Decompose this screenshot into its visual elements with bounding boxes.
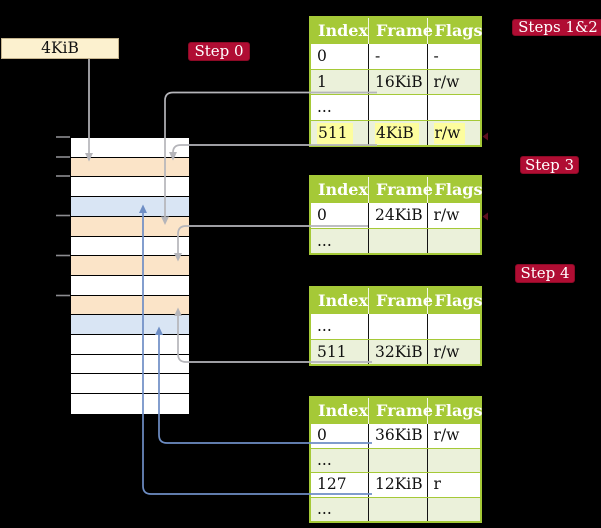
table-row: ... <box>311 447 481 472</box>
memory-address-ticks <box>56 136 70 297</box>
memory-frame-page-table <box>71 157 189 178</box>
cell-frame: 32KiB <box>368 339 427 364</box>
header-flags: Flags <box>426 398 483 424</box>
cell-flags <box>426 95 481 120</box>
cell-index: 511 <box>311 121 368 146</box>
cell-flags: r/w <box>426 339 481 364</box>
cell-flags: r/w <box>426 69 481 94</box>
physical-memory-strip <box>70 137 190 415</box>
header-index: Index <box>318 291 369 310</box>
highlighted-value: 4KiB <box>375 122 419 144</box>
header-frame: Frame <box>368 18 433 44</box>
cell-frame: 4KiB <box>368 120 427 145</box>
table-row: ... <box>311 314 480 339</box>
header-flags: Flags <box>426 288 483 314</box>
label-step-4: Step 4 <box>515 264 575 283</box>
header-frame: Frame <box>368 288 433 314</box>
memory-frame-free <box>71 138 189 158</box>
cell-index: 127 <box>317 475 347 493</box>
table-row-recursive-entry: 511 4KiB r/w <box>311 119 481 146</box>
memory-frame-mapped <box>71 197 189 217</box>
header-frame: Frame <box>368 398 433 424</box>
cropped-arrow-remnants <box>482 132 488 221</box>
page-table-4: Index Frame Flags 0 36KiB r/w ... 127 12… <box>309 396 483 523</box>
cell-index: ... <box>317 98 332 116</box>
label-step-3: Step 3 <box>520 156 579 174</box>
cell-index: 0 <box>317 426 327 444</box>
cell-index: ... <box>317 499 332 518</box>
table-row: 1 16KiB r/w <box>311 68 481 94</box>
cell-flags <box>426 314 481 339</box>
page-table-2: Index Frame Flags 0 24KiB r/w ... <box>309 175 483 255</box>
cell-index: 1 <box>317 72 327 91</box>
cell-frame: 24KiB <box>368 203 427 228</box>
cell-frame <box>368 448 427 472</box>
cell-index: 0 <box>317 47 327 65</box>
table-header: Index Frame Flags <box>311 288 483 314</box>
highlighted-value: r/w <box>433 122 466 144</box>
cell-index: 0 <box>317 206 327 224</box>
cell-frame: 36KiB <box>368 424 427 448</box>
page-table-1: Index Frame Flags 0 - - 1 16KiB r/w ... … <box>309 16 483 147</box>
memory-frame-page-table <box>71 216 189 237</box>
cell-flags <box>426 497 481 521</box>
memory-frame-free <box>71 394 189 414</box>
label-steps-1-2: Steps 1&2 <box>512 19 601 36</box>
header-flags: Flags <box>426 18 483 44</box>
cell-index: ... <box>317 450 332 469</box>
table-row: 0 36KiB r/w <box>311 424 480 448</box>
cell-frame: - <box>368 44 427 69</box>
header-frame: Frame <box>368 177 433 203</box>
header-index: Index <box>318 180 369 199</box>
memory-frame-free <box>71 335 189 355</box>
cell-flags: r <box>426 473 481 497</box>
highlighted-value: 511 <box>317 122 353 144</box>
cell-frame <box>368 95 427 120</box>
table-header: Index Frame Flags <box>311 18 483 44</box>
memory-frame-page-table <box>71 295 189 316</box>
table-row: ... <box>311 227 481 253</box>
table-row: 0 - - <box>311 44 480 69</box>
cell-index: ... <box>317 231 332 250</box>
header-flags: Flags <box>426 177 483 203</box>
memory-frame-free <box>71 354 189 375</box>
cell-flags: r/w <box>426 120 481 145</box>
cell-frame <box>368 228 427 253</box>
label-step-0: Step 0 <box>188 42 250 61</box>
memory-frame-free <box>71 275 189 296</box>
table-row: 511 32KiB r/w <box>311 338 481 364</box>
table-header: Index Frame Flags <box>311 398 483 424</box>
cell-frame: 16KiB <box>368 69 427 94</box>
memory-frame-mapped <box>71 315 189 336</box>
header-index: Index <box>318 401 369 420</box>
memory-frame-free <box>71 177 189 198</box>
cell-frame <box>368 314 427 339</box>
table-row: ... <box>311 94 480 120</box>
cell-flags: r/w <box>426 203 481 228</box>
memory-frame-free <box>71 236 189 257</box>
cell-index: 511 <box>317 342 347 361</box>
header-index: Index <box>318 21 369 40</box>
page-table-3: Index Frame Flags ... 511 32KiB r/w <box>309 286 483 366</box>
cell-flags <box>426 228 481 253</box>
table-row: 0 24KiB r/w <box>311 203 480 228</box>
cell-flags: r/w <box>426 424 481 448</box>
cell-flags <box>426 448 481 472</box>
table-row: ... <box>311 496 481 521</box>
table-row: 127 12KiB r <box>311 472 480 497</box>
table-header: Index Frame Flags <box>311 177 483 203</box>
cell-frame: 12KiB <box>368 473 427 497</box>
cell-flags: - <box>426 44 481 69</box>
frame-address-box: 4KiB <box>1 38 119 59</box>
cell-frame <box>368 497 427 521</box>
memory-frame-page-table <box>71 256 189 276</box>
memory-frame-free <box>71 374 189 395</box>
cell-index: ... <box>317 317 332 335</box>
